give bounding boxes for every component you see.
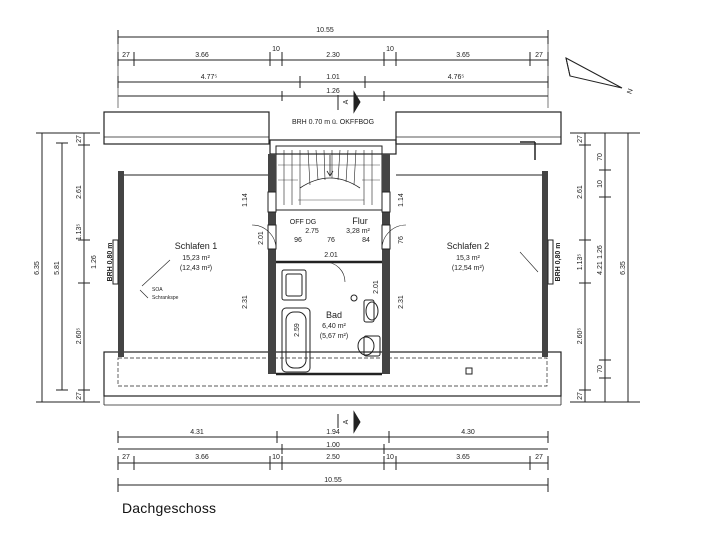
dim-top-3: 10 [272,46,280,53]
dim-bad-height: 2.59 [294,323,301,337]
room-schlafen1-area: 15,23 m² [182,255,210,262]
dim-bot-8: 2.50 [326,454,340,461]
dim-right-p7: 2.60⁵ [577,328,584,345]
dim-left-p3: 1.13⁵ [76,224,83,241]
dim-right-mid: 4.21 [597,261,604,275]
dim-left-outer: 6.35 [34,261,41,275]
dim-right-p1: 27 [577,135,584,143]
dim-top-4: 2.30 [326,52,340,59]
top-dimension-lines [117,30,549,108]
misc-labels: BRH 0.70 m ü. OKFFBOG BRH 0,80 m BRH 0,8… [107,88,635,424]
right-dimension-labels: 6.35 4.21 27 70 2.61 10 1.26 1.13⁵ 2.60⁵… [577,135,627,400]
dim-bot-4: 1.00 [326,442,340,449]
dim-flur-part3: 84 [362,237,370,244]
dim-flur-width: 2.75 [305,228,319,235]
dim-right-p3: 2.61 [577,185,584,199]
dim-bot-11: 27 [535,454,543,461]
room-schlafen2-name: Schlafen 2 [447,241,490,251]
room-bad-name: Bad [326,310,342,320]
left-dimension-labels: 6.35 5.81 27 2.61 1.13⁵ 1.26 2.60⁵ 27 [34,135,98,400]
top-dimension-labels: 10.55 27 3.66 10 2.30 10 3.65 27 4.77⁵ 1… [122,27,543,95]
staircase [269,139,397,211]
bathroom-fixtures [281,269,381,373]
dim-bot-6: 3.66 [195,454,209,461]
window-leaders [139,251,539,299]
dim-left-p1: 27 [76,135,83,143]
dim-bot-1: 4.31 [190,429,204,436]
dim-left-p4: 1.26 [91,255,98,269]
dim-top-6: 3.65 [456,52,470,59]
dim-inner-right-upper: 1.14 [398,193,405,207]
section-mark-bottom: A [343,419,350,424]
dim-inner-left-upper: 1.14 [242,193,249,207]
dim-top-r2-2: 1.01 [326,74,340,81]
dim-top-r2-1: 4.77⁵ [201,74,218,81]
dim-top-overall: 10.55 [316,27,334,34]
dim-flur-part2: 76 [327,237,335,244]
room-bad-net: (5,67 m²) [320,333,348,340]
brh-left-label: BRH 0,80 m [107,243,114,282]
dim-flur-h2: 76 [398,236,405,244]
dim-flur-part1: 96 [294,237,302,244]
dim-bot-9: 10 [386,454,394,461]
room-schlafen1-net: (12,43 m²) [180,265,212,272]
north-arrow [565,57,623,89]
exterior-walls [112,171,554,357]
dim-right-outer: 6.35 [620,261,627,275]
note-schrank2: Schrankspe [152,295,179,301]
drawing-caption: Dachgeschoss [122,500,217,516]
dim-top-1: 27 [122,52,130,59]
section-mark-top: A [343,99,350,104]
dim-top-7: 27 [535,52,543,59]
dim-left-p6: 27 [76,392,83,400]
dim-left-mid: 5.81 [54,261,61,275]
room-schlafen2-net: (12,54 m²) [452,265,484,272]
dim-right-p8: 70 [597,365,604,373]
dim-flur-h: 2.01 [324,252,338,259]
room-flur-prefix: OFF DG [290,219,316,226]
dim-left-p5: 2.60⁵ [76,328,83,345]
room-schlafen1-name: Schlafen 1 [175,241,218,251]
note-schrank1: SOA [152,287,163,293]
dim-right-p2: 70 [597,153,604,161]
room-bad-area: 6,40 m² [322,323,346,330]
dim-bot-5: 27 [122,454,130,461]
interior-walls [251,154,407,376]
bottom-dimension-lines [117,431,549,492]
inner-dimension-labels: 1.14 2.31 1.14 2.31 2.75 96 76 84 2.01 7… [242,193,405,337]
room-schlafen2-area: 15,3 m² [456,255,480,262]
dim-top-5: 10 [386,46,394,53]
left-dimension-lines [36,132,100,403]
dim-top-2: 3.66 [195,52,209,59]
dim-inner-right-lower: 2.31 [398,295,405,309]
dim-left-p2: 2.61 [76,185,83,199]
room-labels: Schlafen 1 15,23 m² (12,43 m²) Schlafen … [152,216,489,340]
bottom-dimension-labels: 4.31 1.94 4.30 1.00 27 3.66 10 2.50 10 3… [122,429,543,484]
dim-bot-overall: 10.55 [324,477,342,484]
dim-inner-left-lower: 2.31 [242,295,249,309]
dim-right-p4: 10 [597,180,604,188]
section-marks [337,90,361,434]
dim-bot-2: 1.94 [326,429,340,436]
room-flur-area: 3,28 m² [346,228,370,235]
dim-bot-7: 10 [272,454,280,461]
right-dimension-lines [570,132,640,403]
north-label: N [626,88,634,95]
dim-top-r3: 1.26 [326,88,340,95]
brh-right-label: BRH 0,80 m [555,243,562,282]
brh-top-label: BRH 0.70 m ü. OKFFBOG [292,119,374,126]
dim-bad-width: 2.01 [373,280,380,294]
dim-bot-10: 3.65 [456,454,470,461]
dim-right-p6: 1.13⁵ [577,254,584,271]
dim-right-p9: 27 [577,392,584,400]
room-flur-name: Flur [352,216,368,226]
dim-top-r2-3: 4.76⁵ [448,74,465,81]
dim-right-p5: 1.26 [597,245,604,259]
dim-bot-3: 4.30 [461,429,475,436]
dim-door-left: 2.01 [258,231,265,245]
